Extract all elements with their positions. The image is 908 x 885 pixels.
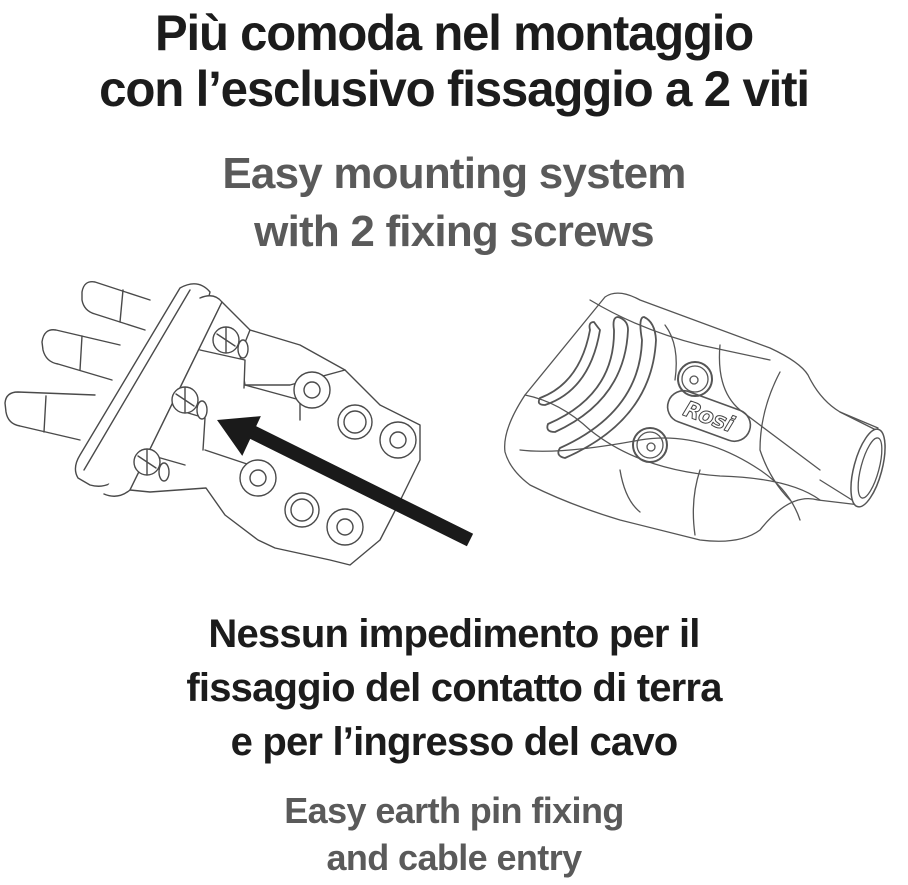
footer-italian-line-1: Nessun impedimento per il	[208, 612, 700, 656]
heading-english-line-1: Easy mounting system	[222, 149, 686, 198]
mounting-boss-icon	[337, 404, 373, 440]
screw-hole-icon	[677, 361, 713, 397]
screw-icon	[212, 326, 249, 359]
footer-italian-line-3: e per l’ingresso del cavo	[230, 720, 679, 764]
screw-icon	[133, 448, 170, 482]
mounting-boss-icon	[379, 421, 417, 459]
pin-icon	[81, 281, 151, 331]
footer-english-line-1: Easy earth pin fixing	[284, 790, 624, 831]
screw-hole-icon	[632, 427, 668, 463]
arrow-icon	[217, 416, 474, 547]
plug-cover-drawing: Rosi	[504, 292, 886, 542]
rosi-logo-icon: Rosi	[666, 389, 752, 443]
heading-italian-line-2: con l’esclusivo fissaggio a 2 viti	[99, 61, 810, 117]
product-illustration: Rosi	[0, 270, 908, 600]
plug-insert-drawing	[4, 281, 421, 566]
mounting-boss-icon	[239, 459, 277, 497]
screw-icon	[171, 386, 208, 420]
footer-italian-line-2: fissaggio del contatto di terra	[186, 666, 722, 710]
mounting-boss-icon	[326, 508, 364, 546]
pin-icon	[4, 391, 96, 441]
pin-icon	[41, 329, 121, 381]
heading-italian-line-1: Più comoda nel montaggio	[155, 5, 754, 61]
mounting-boss-icon	[284, 492, 320, 528]
cable-entry-icon	[819, 411, 886, 508]
footer-english-line-2: and cable entry	[326, 837, 582, 878]
svg-text:Rosi: Rosi	[680, 397, 737, 438]
mounting-boss-icon	[293, 371, 331, 409]
heading-english-line-2: with 2 fixing screws	[254, 207, 654, 256]
